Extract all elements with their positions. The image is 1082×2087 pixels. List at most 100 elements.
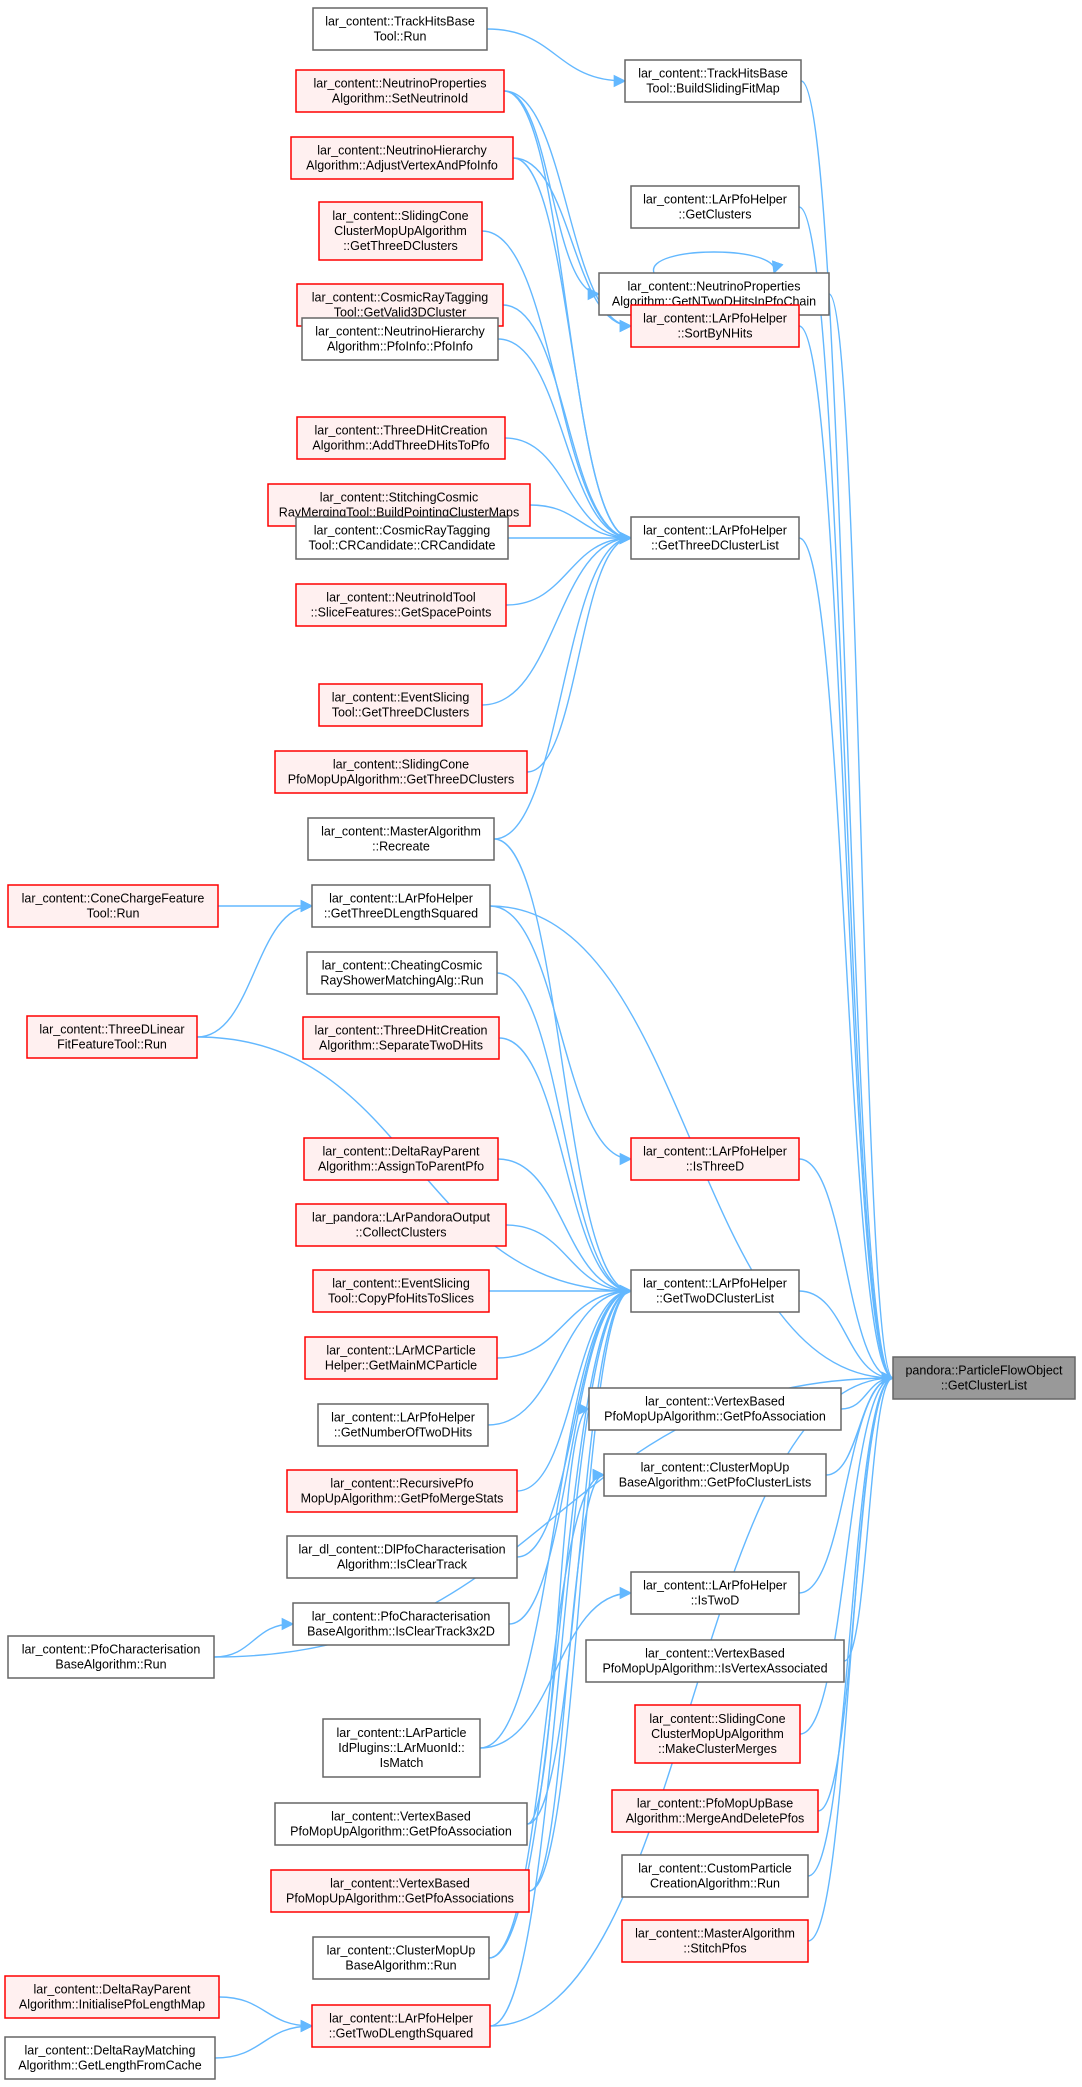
node-label-line: Tool::CopyPfoHitsToSlices [328,1292,474,1306]
graph-node-cmub-getlists[interactable]: lar_content::ClusterMopUpBaseAlgorithm::… [603,1453,827,1497]
graph-node-custom-run[interactable]: lar_content::CustomParticleCreationAlgor… [621,1854,809,1898]
node-box [630,1269,800,1313]
graph-node-crt-crcand[interactable]: lar_content::CosmicRayTaggingTool::CRCan… [295,516,509,560]
node-label-line: ::IsTwoD [691,1594,740,1608]
graph-node-lapfo-get2dlist[interactable]: lar_content::LArPfoHelper::GetTwoDCluste… [630,1269,800,1313]
node-label-line: Helper::GetMainMCParticle [325,1359,477,1373]
node-box [295,69,505,113]
graph-node-lapfo-get3dlist[interactable]: lar_content::LArPfoHelper::GetThreeDClus… [630,516,800,560]
node-label-line: lar_content::CheatingCosmic [322,959,483,973]
graph-node-nh-adjust[interactable]: lar_content::NeutrinoHierarchyAlgorithm:… [290,136,514,180]
graph-node-recursive-stats[interactable]: lar_content::RecursivePfoMopUpAlgorithm:… [286,1469,518,1513]
graph-node-cheating-run[interactable]: lar_content::CheatingCosmicRayShowerMatc… [306,951,498,995]
node-label-line: Tool::GetThreeDClusters [332,706,470,720]
edge-n_nuid_slice-to-n_lapfo_get3dlist [505,531,633,606]
node-label-line: lar_content::PfoCharacterisation [312,1610,491,1624]
edge-n_scpfo_get3d-to-n_lapfo_get3dlist [526,531,633,773]
node-box [274,1802,528,1846]
node-box [312,7,488,51]
node-label-line: MopUpAlgorithm::GetPfoMergeStats [301,1492,504,1506]
graph-node-pfochar-run[interactable]: lar_content::PfoCharacterisationBaseAlgo… [7,1635,215,1679]
graph-node-lpo-collect[interactable]: lar_pandora::LArPandoraOutput::CollectCl… [295,1203,507,1247]
node-label-line: lar_content::ClusterMopUp [641,1461,790,1475]
node-label-line: ClusterMopUpAlgorithm [651,1727,784,1741]
graph-node-dlpfo-isclear[interactable]: lar_dl_content::DlPfoCharacterisationAlg… [286,1535,518,1579]
graph-node-master-recreate[interactable]: lar_content::MasterAlgorithm::Recreate [307,817,495,861]
graph-node-lamc-getmain[interactable]: lar_content::LArMCParticleHelper::GetMai… [304,1336,498,1380]
edge-n_evslice_get3d-to-n_lapfo_get3dlist [481,531,633,706]
graph-node-vbpfo-isvertex[interactable]: lar_content::VertexBasedPfoMopUpAlgorith… [585,1639,845,1683]
node-label-line: lar_content::CustomParticle [638,1862,792,1876]
graph-node-lapfo-sortbynhits[interactable]: lar_content::LArPfoHelper::SortByNHits [630,304,800,348]
graph-node-nuid-slice[interactable]: lar_content::NeutrinoIdTool::SliceFeatur… [295,583,507,627]
graph-node-np-setnu[interactable]: lar_content::NeutrinoPropertiesAlgorithm… [295,69,505,113]
node-box [603,1453,827,1497]
graph-node-deltaparent-assign[interactable]: lar_content::DeltaRayParentAlgorithm::As… [303,1137,499,1181]
node-box [318,683,483,727]
graph-node-scmu-make[interactable]: lar_content::SlidingConeClusterMopUpAlgo… [634,1704,801,1764]
node-label-line: lar_content::ThreeDHitCreation [315,424,488,438]
graph-node-lapfo-get3dlen[interactable]: lar_content::LArPfoHelper::GetThreeDLeng… [311,884,491,928]
node-label-line: lar_content::NeutrinoIdTool [326,591,475,605]
node-label-line: PfoMopUpAlgorithm::GetPfoAssociation [604,1410,826,1424]
node-label-line: lar_content::EventSlicing [332,691,470,705]
node-label-line: ::MakeClusterMerges [658,1742,777,1756]
edge-n_np_getntwod-to-n_np_getntwod [653,251,784,275]
graph-node-larpid-ismatch[interactable]: lar_content::LArParticleIdPlugins::LArMu… [322,1718,481,1778]
graph-node-3dhit-addthree[interactable]: lar_content::ThreeDHitCreationAlgorithm:… [296,416,506,460]
graph-node-pfomub-merge[interactable]: lar_content::PfoMopUpBaseAlgorithm::Merg… [611,1789,819,1833]
node-label-line: lar_content::LArPfoHelper [643,1145,787,1159]
node-label-line: pandora::ParticleFlowObject [905,1364,1063,1378]
node-box [301,317,499,361]
graph-node-evslice-get3d[interactable]: lar_content::EventSlicingTool::GetThreeD… [318,683,483,727]
graph-node-nh-pfoinfo[interactable]: lar_content::NeutrinoHierarchyAlgorithm:… [301,317,499,361]
edge-n_deltamatch_cache-to-n_lapfo_get2dlen [214,2019,314,2059]
node-box [585,1639,845,1683]
node-box [295,516,509,560]
edge-n_crt_getvalid-to-n_lapfo_get3dlist [502,304,633,545]
graph-node-vbpfo-getassoc-r[interactable]: lar_content::VertexBasedPfoMopUpAlgorith… [588,1387,842,1431]
graph-node-target[interactable]: pandora::ParticleFlowObject::GetClusterL… [892,1356,1076,1400]
graph-node-vbpfo-getassocs[interactable]: lar_content::VertexBasedPfoMopUpAlgorith… [270,1869,530,1913]
node-label-line: lar_content::LArPfoHelper [643,193,787,207]
graph-node-lapfo-getnum2d[interactable]: lar_content::LArPfoHelper::GetNumberOfTw… [317,1403,489,1447]
graph-node-scpfo-get3d[interactable]: lar_content::SlidingConePfoMopUpAlgorith… [274,750,528,794]
edge-n_lapfo_get2dlist-to-n_target [798,1290,895,1385]
node-box [26,1015,198,1059]
graph-node-3dlinear-run[interactable]: lar_content::ThreeDLinearFitFeatureTool:… [26,1015,198,1059]
graph-node-lapfo-getclusters[interactable]: lar_content::LArPfoHelper::GetClusters [630,185,800,229]
node-label-line: lar_content::EventSlicing [332,1277,470,1291]
node-box [322,1718,481,1778]
graph-node-deltamatch-cache[interactable]: lar_content::DeltaRayMatchingAlgorithm::… [4,2036,216,2080]
graph-node-trackhits-bsfm[interactable]: lar_content::TrackHitsBaseTool::BuildSli… [624,59,802,103]
graph-node-lapfo-isthreed[interactable]: lar_content::LArPfoHelper::IsThreeD [630,1137,800,1181]
graph-node-cmub-run[interactable]: lar_content::ClusterMopUpBaseAlgorithm::… [312,1936,490,1980]
graph-node-lapfo-get2dlen[interactable]: lar_content::LArPfoHelper::GetTwoDLength… [311,2004,491,2048]
node-label-line: lar_content::PfoMopUpBase [637,1797,793,1811]
node-label-line: lar_content::SlidingCone [333,758,469,772]
node-label-line: lar_content::LArPfoHelper [643,524,787,538]
graph-node-pfochar-isclear3x2[interactable]: lar_content::PfoCharacterisationBaseAlgo… [292,1602,510,1646]
node-box [630,185,800,229]
edge-n_lpo_collect-to-n_lapfo_get2dlist [505,1224,633,1298]
edge-n_custom_run-to-n_target [807,1371,895,1877]
node-box [630,1571,800,1615]
graph-node-evslice-copy[interactable]: lar_content::EventSlicingTool::CopyPfoHi… [312,1269,490,1313]
node-label-line: Tool::Run [374,30,427,44]
edge-layer [196,28,895,2059]
node-box [286,1469,518,1513]
edge-n_lapfo_istwod-to-n_target [798,1371,895,1594]
node-label-line: lar_content::PfoCharacterisation [22,1643,201,1657]
graph-node-scmu-get3d[interactable]: lar_content::SlidingConeClusterMopUpAlgo… [318,201,483,261]
edge-n_lapfo_get3dlen-to-n_lapfo_isthreed [489,905,633,1166]
graph-node-deltaparent-init[interactable]: lar_content::DeltaRayParentAlgorithm::In… [4,1975,220,2019]
node-box [4,2036,216,2080]
node-label-line: BaseAlgorithm::Run [345,1959,456,1973]
node-label-line: lar_content::DeltaRayParent [322,1145,480,1159]
graph-node-vbpfo-getassoc-l[interactable]: lar_content::VertexBasedPfoMopUpAlgorith… [274,1802,528,1846]
graph-node-master-stitch[interactable]: lar_content::MasterAlgorithm::StitchPfos [621,1919,809,1963]
graph-node-lapfo-istwod[interactable]: lar_content::LArPfoHelper::IsTwoD [630,1571,800,1615]
graph-node-3dhit-separate[interactable]: lar_content::ThreeDHitCreationAlgorithm:… [302,1016,500,1060]
